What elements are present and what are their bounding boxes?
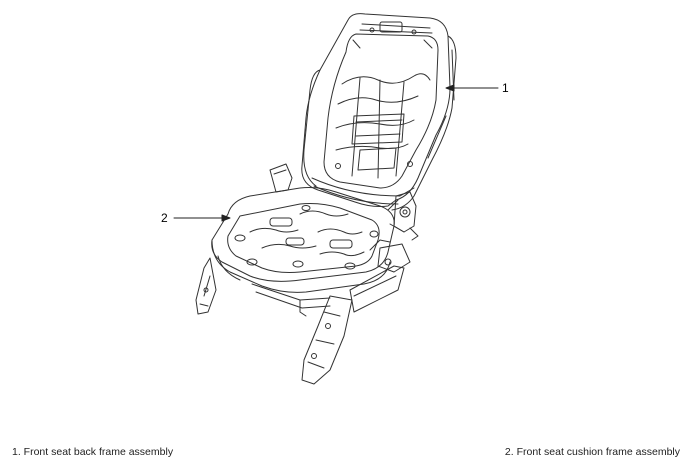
legend-item-1: 1. Front seat back frame assembly — [12, 446, 174, 458]
leader-lines — [173, 84, 499, 222]
seat-rails — [195, 239, 411, 385]
seat-back-frame — [301, 13, 457, 211]
seat-cushion-frame — [211, 163, 395, 293]
legend-item-2: 2. Front seat cushion frame assembly — [504, 446, 680, 458]
callout-1: 1 — [502, 81, 509, 95]
callout-2: 2 — [161, 211, 168, 225]
